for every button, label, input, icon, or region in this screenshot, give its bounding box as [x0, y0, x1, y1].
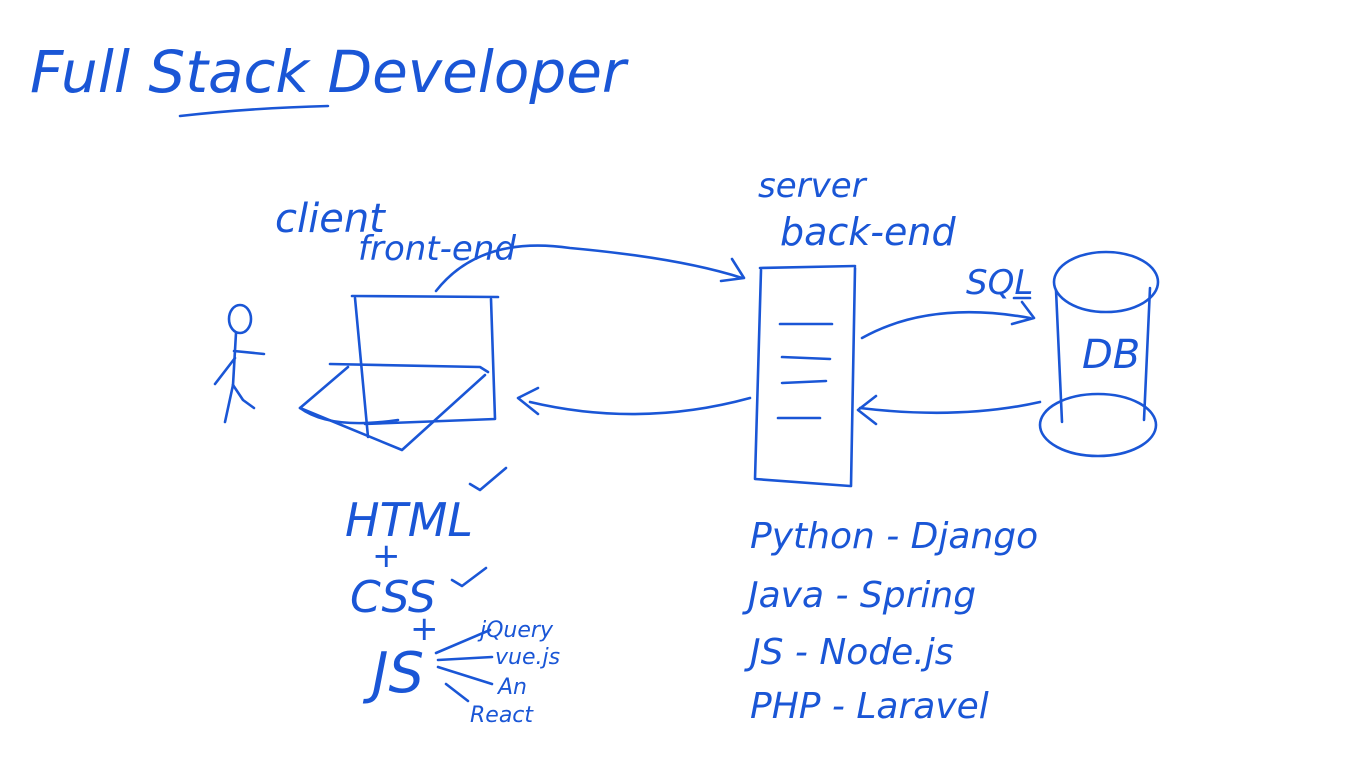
server-icon [753, 264, 857, 488]
framework-connector [436, 665, 494, 686]
result-arrowhead [856, 394, 878, 426]
backend-stack-item: PHP - Laravel [750, 686, 989, 727]
laptop-icon [298, 294, 500, 452]
framework-connector [444, 682, 470, 703]
query-arrow [860, 310, 1032, 340]
server-sublabel: back-end [780, 210, 956, 254]
client-label: client [275, 196, 386, 242]
database-icon [1038, 250, 1160, 458]
query-arrowhead [1010, 300, 1036, 326]
request-arrow [434, 244, 744, 293]
css-checkmark [450, 566, 488, 588]
framework-item: jQuery [477, 618, 554, 643]
database-label: DB [1082, 332, 1140, 378]
framework-connector [436, 655, 494, 662]
plus-sign-1: + [372, 536, 401, 576]
css-label: CSS [350, 572, 436, 623]
backend-stack-item: Java - Spring [742, 575, 976, 616]
result-arrow [858, 400, 1042, 415]
framework-item: React [470, 703, 534, 728]
client-sublabel: front-end [358, 229, 516, 269]
framework-item: An [496, 675, 527, 700]
backend-stack-item: Python - Django [750, 516, 1038, 557]
response-arrow [528, 396, 752, 416]
backend-stack-item: JS - Node.js [744, 632, 954, 673]
framework-item: vue.js [495, 645, 560, 670]
plus-sign-2: + [410, 609, 439, 649]
html-label: HTML [345, 493, 473, 547]
diagram-title: Full Stack Developer [30, 38, 629, 106]
response-arrowhead [516, 386, 540, 416]
html-checkmark [468, 466, 508, 492]
user-icon [213, 303, 266, 424]
title-underline [178, 104, 330, 118]
sql-label: SQL [966, 263, 1033, 303]
js-label: JS [362, 641, 424, 706]
request-arrowhead [719, 257, 746, 283]
server-label: server [758, 166, 868, 206]
framework-connector [434, 628, 492, 655]
